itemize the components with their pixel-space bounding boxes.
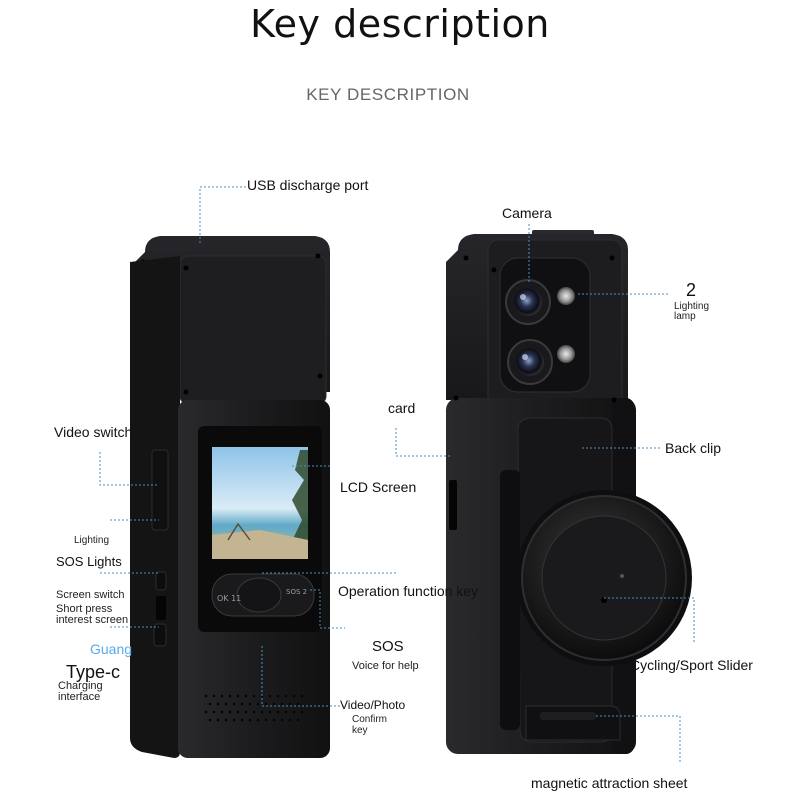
camera-label: Camera <box>502 205 552 221</box>
operation-key-label: Operation function key <box>338 583 479 599</box>
front-device: OK 11 SOS 2 <box>130 236 330 758</box>
back-device <box>446 230 692 754</box>
voice-for-help-label: Voice for help <box>352 660 419 672</box>
page-title: Key description <box>250 2 550 46</box>
interest-screen-label: interest screen <box>56 614 129 626</box>
usb-port-label: USB discharge port <box>247 177 369 193</box>
video-photo-label: Video/Photo <box>340 698 406 712</box>
guang-label: Guang <box>90 641 133 657</box>
page-subtitle: KEY DESCRIPTION <box>306 85 470 104</box>
magnetic-sheet-label: magnetic attraction sheet <box>531 775 688 791</box>
type-c-label: Type-c <box>66 662 121 682</box>
card-label: card <box>388 400 416 416</box>
interface-label: interface <box>58 691 101 703</box>
front-sos-button-text: SOS 2 <box>286 588 307 596</box>
lighting-label: Lighting <box>74 535 110 546</box>
slider-label: Cycling/Sport Slider <box>630 657 753 673</box>
lamp-label: lamp <box>674 311 696 322</box>
lamp-count-label: 2 <box>686 280 697 300</box>
short-press-label: Short press <box>56 603 113 615</box>
lcd-screen-label: LCD Screen <box>340 479 417 495</box>
sos-label: SOS <box>372 638 404 655</box>
screen-switch-label: Screen switch <box>56 589 125 601</box>
charging-label: Charging <box>58 680 103 692</box>
front-ok-button-text: OK 11 <box>217 594 241 603</box>
confirm-label: Confirm <box>352 714 388 725</box>
lighting-lamp-label: Lighting <box>674 301 710 312</box>
video-switch-label: Video switch <box>54 424 133 440</box>
leader-lines <box>99 186 695 762</box>
key-label: key <box>352 725 368 736</box>
back-clip-label: Back clip <box>665 440 722 456</box>
sos-lights-label: SOS Lights <box>56 554 122 569</box>
